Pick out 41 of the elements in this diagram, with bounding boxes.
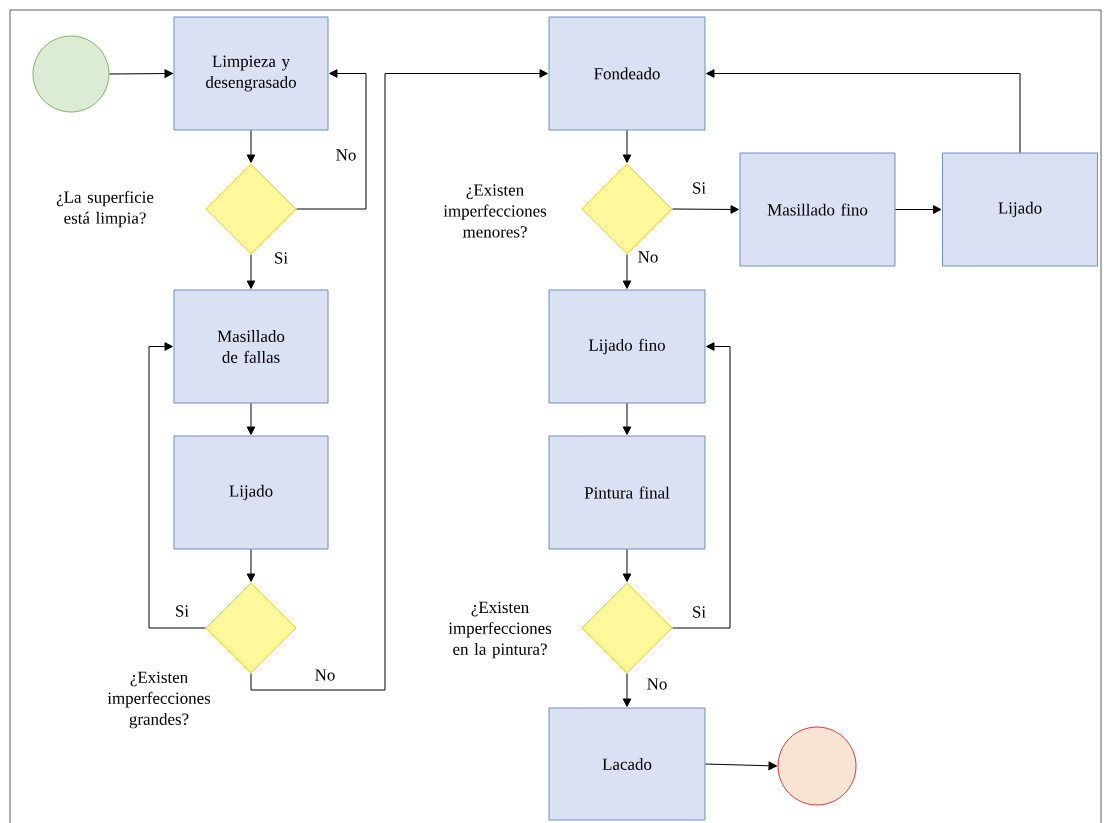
edge-label: No — [334, 148, 358, 162]
terminal-circle — [777, 726, 857, 806]
arrow — [706, 69, 1021, 153]
arrow — [622, 254, 632, 289]
process-box: Lacado — [548, 707, 706, 821]
process-box: Pintura final — [548, 435, 706, 550]
edge-label: Si — [690, 605, 708, 619]
process-box: Lijado — [173, 435, 329, 550]
arrow — [109, 69, 173, 78]
edge-label: Si — [173, 604, 191, 618]
arrow — [622, 549, 632, 582]
arrow — [705, 761, 777, 771]
arrow — [246, 549, 256, 582]
arrow — [246, 254, 256, 289]
question-label: ¿Existen imperfecciones menores? — [443, 184, 547, 238]
process-box: Limpieza y desengrasado — [173, 16, 329, 131]
process-box: Masillado fino — [739, 152, 896, 267]
arrow — [250, 69, 548, 691]
process-box: Masillado de fallas — [173, 289, 329, 404]
question-label: ¿Existen imperfecciones grandes? — [107, 671, 211, 729]
arrow — [622, 403, 632, 435]
process-box: Lijado fino — [548, 289, 706, 404]
process-box: Fondeado — [548, 16, 706, 131]
arrow — [246, 130, 256, 163]
arrow — [622, 130, 632, 163]
edge-label: No — [645, 677, 669, 691]
arrow — [672, 342, 731, 629]
edge-label: Si — [272, 251, 290, 265]
process-box: Lijado — [942, 152, 1098, 267]
arrow — [296, 69, 367, 210]
question-label: ¿Existen imperfecciones en la pintura? — [448, 601, 552, 659]
arrow — [622, 673, 632, 707]
question-label: ¿La superficie está limpia? — [56, 190, 154, 228]
arrow — [246, 403, 256, 435]
edge-label: Si — [690, 181, 708, 195]
edge-label: No — [636, 250, 660, 264]
edge-label: No — [313, 668, 337, 682]
arrow — [895, 205, 942, 214]
arrow — [672, 205, 739, 214]
terminal-circle — [32, 35, 110, 113]
arrow — [148, 342, 206, 629]
